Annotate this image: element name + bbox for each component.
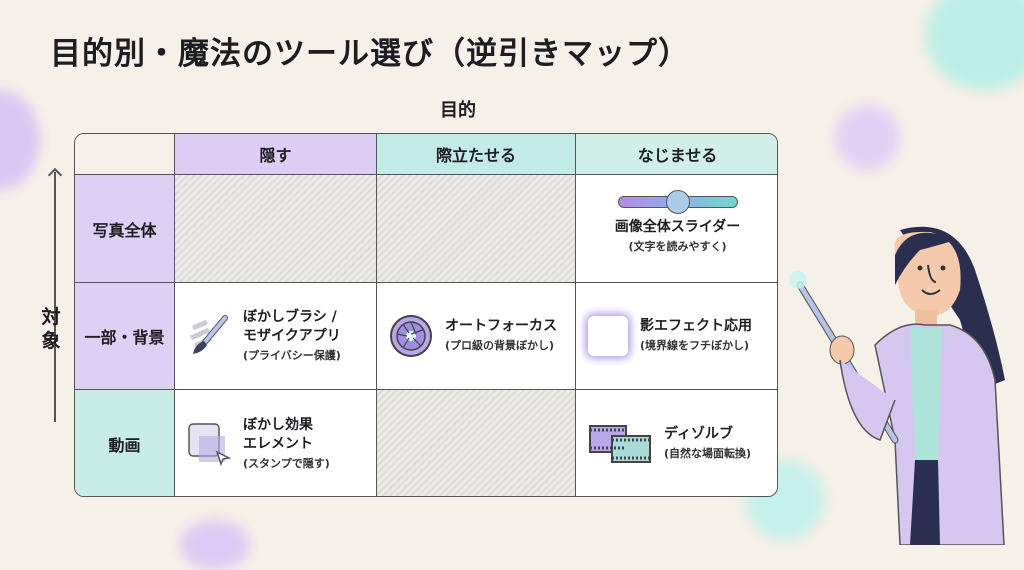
- blurred-square-icon: [588, 316, 628, 356]
- cell-title: ぼかし効果: [243, 416, 313, 433]
- row-header-video: 動画: [75, 390, 175, 496]
- cell-autofocus: オートフォーカス (プロ級の背景ぼかし): [377, 283, 576, 390]
- film-frames-icon: [589, 425, 651, 463]
- cell-title: 画像全体スライダー: [614, 218, 741, 235]
- cell-title: エレメント: [243, 435, 313, 452]
- cell-title: モザイクアプリ: [243, 327, 341, 344]
- cell-shadow-effect: 影エフェクト応用 (境界線をフチぼかし): [576, 283, 777, 390]
- cell-subtitle: (文字を読みやすく): [628, 239, 727, 253]
- empty-cell: [377, 390, 576, 496]
- column-header-highlight: 際立たせる: [377, 134, 576, 175]
- y-axis-label: 対象: [41, 306, 61, 352]
- slider[interactable]: [617, 189, 738, 214]
- cell-title: ディゾルブ: [664, 426, 734, 442]
- paintbrush-icon: [189, 315, 228, 354]
- decor-blob: [0, 90, 40, 190]
- cell-dissolve: ディゾルブ (自然な場面転換): [576, 390, 777, 496]
- cell-title: 影エフェクト応用: [640, 318, 752, 334]
- empty-cell: [377, 175, 576, 283]
- camera-aperture-icon: [390, 315, 432, 357]
- row-header-whole-photo: 写真全体: [75, 175, 175, 283]
- cell-title: ぼかしブラシ /: [243, 308, 337, 325]
- decor-blob: [835, 105, 900, 170]
- tool-matrix: 隠す 際立たせる なじませる 写真全体 画像全体スライダー (文字を読みやすく)…: [74, 133, 778, 497]
- row-header-partial: 一部・背景: [75, 283, 175, 390]
- cell-blur-element: ぼかし効果エレメント (スタンプで隠す): [175, 390, 377, 496]
- y-axis-arrow: [54, 172, 56, 422]
- presenter-illustration: [789, 226, 1005, 545]
- page-title: 目的別・魔法のツール選び（逆引きマップ）: [50, 36, 690, 72]
- cell-subtitle: (スタンプで隠す): [243, 456, 330, 470]
- empty-cell: [175, 175, 377, 283]
- cell-subtitle: (プロ級の背景ぼかし): [445, 339, 555, 352]
- cell-image-slider: 画像全体スライダー (文字を読みやすく): [576, 175, 777, 283]
- x-axis-label: 目的: [440, 100, 476, 121]
- cell-title: オートフォーカス: [445, 318, 557, 334]
- column-header-blend: なじませる: [576, 134, 777, 175]
- cell-subtitle: (自然な場面転換): [664, 447, 752, 460]
- decor-blob: [925, 0, 1024, 90]
- cell-subtitle: (プライバシー保護): [243, 348, 341, 362]
- decor-blob: [180, 520, 250, 570]
- cell-blur-brush: ぼかしブラシ / モザイクアプリ (プライバシー保護): [175, 283, 377, 390]
- corner-cell: [75, 134, 175, 175]
- blur-element-icon: [188, 423, 231, 466]
- column-header-hide: 隠す: [175, 134, 377, 175]
- slider-knob[interactable]: [665, 189, 690, 214]
- cell-subtitle: (境界線をフチぼかし): [640, 339, 750, 352]
